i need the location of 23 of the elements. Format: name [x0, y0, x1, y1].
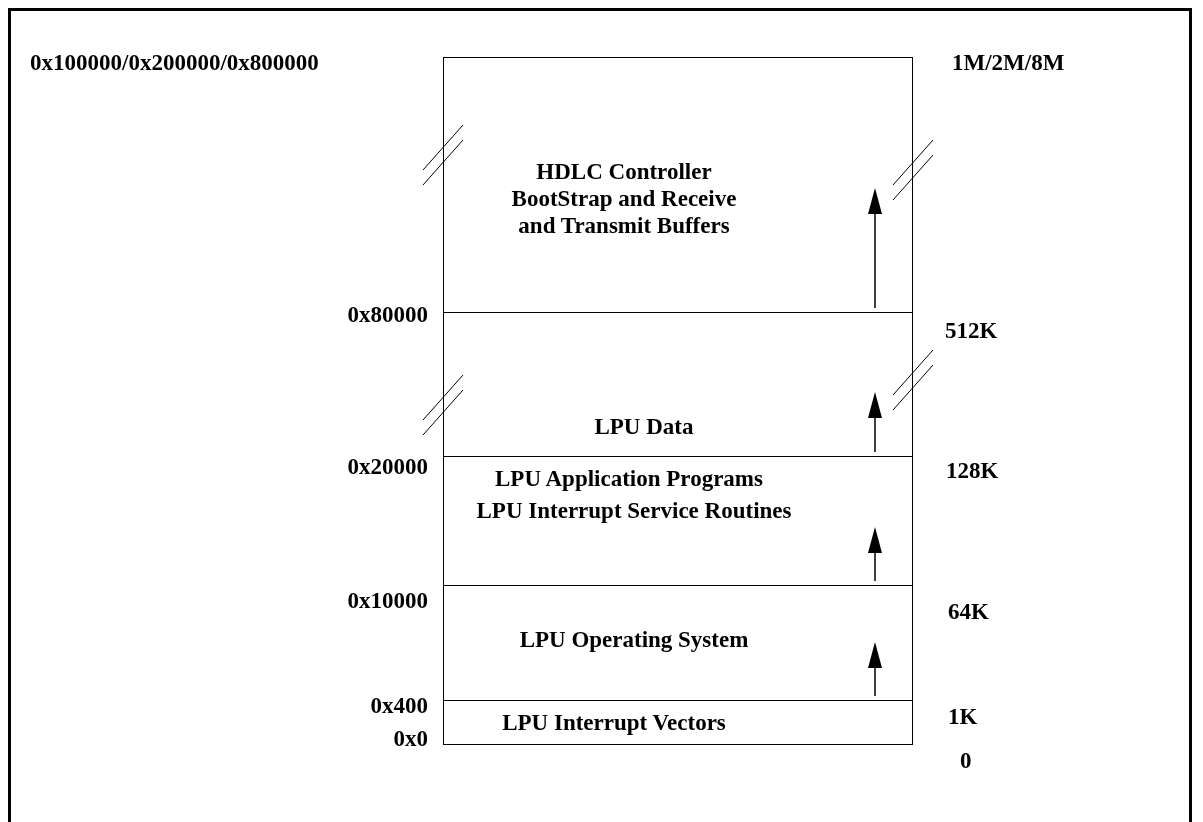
- size-label: 128K: [946, 457, 999, 484]
- region-label: LPU Interrupt Service Routines: [475, 497, 793, 524]
- size-label: 64K: [948, 598, 989, 625]
- size-label: 512K: [945, 317, 998, 344]
- size-label: 1K: [948, 703, 978, 730]
- size-label: 0: [960, 747, 972, 774]
- memory-region: [443, 312, 913, 456]
- address-label: 0x0: [393, 725, 428, 752]
- region-label: LPU Interrupt Vectors: [501, 709, 727, 736]
- address-label: 0x20000: [347, 453, 428, 480]
- region-label: LPU Data: [593, 413, 695, 440]
- region-label: HDLC Controller BootStrap and Receive and Transmit Buffers: [510, 158, 738, 239]
- region-label: LPU Operating System: [518, 626, 750, 653]
- address-label: 0x80000: [347, 301, 428, 328]
- region-label: LPU Application Programs: [494, 465, 764, 492]
- address-label: 0x10000: [347, 587, 428, 614]
- memory-region: [443, 585, 913, 700]
- memory-region: [443, 700, 913, 745]
- memory-region: [443, 57, 913, 312]
- address-label: 0x100000/0x200000/0x800000: [30, 49, 319, 76]
- memory-region: [443, 456, 913, 585]
- address-label: 0x400: [370, 692, 428, 719]
- size-label: 1M/2M/8M: [952, 49, 1065, 76]
